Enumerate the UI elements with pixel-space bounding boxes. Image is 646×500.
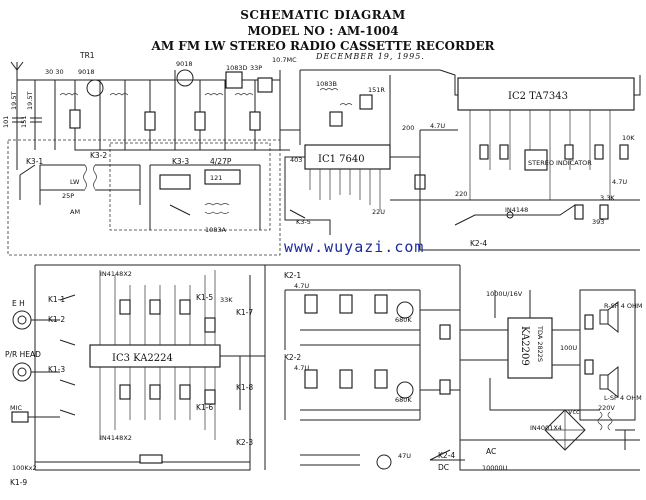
label-4-7u-d: 4.7U xyxy=(294,364,309,372)
label-4-7u-a: 4.7U xyxy=(430,122,445,130)
label-tr2-part: 9018 xyxy=(176,60,193,68)
label-10000u: 10000U xyxy=(482,464,508,472)
diagram-date: DECEMBER 19, 1995. xyxy=(316,52,425,61)
label-k3-3: K3-3 xyxy=(172,157,189,166)
label-1083a: 1083A xyxy=(205,226,227,234)
label-am: AM xyxy=(70,208,80,216)
label-22u: 22U xyxy=(372,208,385,216)
label-ic4b: TDA 2822S xyxy=(536,325,544,362)
label-l-sp: L-SP 4 OHM xyxy=(604,394,642,402)
label-19-5t-a: 19.5T xyxy=(10,92,18,110)
label-200: 200 xyxy=(402,124,414,132)
label-k2-4-top: K2-4 xyxy=(470,239,487,248)
label-4-7u-c: 4.7U xyxy=(294,282,309,290)
ic1-chip xyxy=(304,144,391,170)
label-dc: DC xyxy=(438,463,449,472)
label-33p: 33P xyxy=(250,64,262,72)
model-number: MODEL NO : AM-1004 xyxy=(247,24,399,38)
label-k3-1: K3-1 xyxy=(26,157,43,166)
label-680k-a: 680K xyxy=(395,316,412,324)
label-c4-27p: 4/27P xyxy=(210,157,232,166)
label-ac: AC xyxy=(486,447,496,456)
label-100kx2: 100Kx2 xyxy=(12,464,37,472)
antenna-symbol xyxy=(10,61,24,80)
label-r-sp: R-SP 4 OHM xyxy=(604,302,643,310)
label-in4001x4: IN4001X4 xyxy=(530,424,562,432)
label-220: 220 xyxy=(455,190,467,198)
label-in4148: IN4148 xyxy=(505,206,528,214)
label-25p: 25P xyxy=(62,192,74,200)
label-10-7mc: 10.7MC xyxy=(272,56,297,64)
label-k3-2: K3-2 xyxy=(90,151,107,160)
label-k2-4-bottom: K2-4 xyxy=(438,451,455,460)
label-vcc: Vcc xyxy=(568,408,580,416)
diagram-title: SCHEMATIC DIAGRAM xyxy=(240,8,406,22)
label-k1-3: K1-3 xyxy=(48,365,65,374)
label-19-5t-b: 19.5T xyxy=(26,92,34,110)
label-ic2: IC2 TA7343 xyxy=(508,91,568,102)
label-k1-9: K1-9 xyxy=(10,478,27,487)
label-pr-head: P/R HEAD xyxy=(5,350,41,359)
label-c101: 101 xyxy=(2,116,10,128)
label-393: 393 xyxy=(592,218,604,226)
label-680k-b: 680K xyxy=(395,396,412,404)
label-220v: 220V xyxy=(598,404,615,412)
label-k2-3: K2-3 xyxy=(236,438,253,447)
ic2-chip xyxy=(457,77,635,111)
label-tr1-part: 9018 xyxy=(78,68,95,76)
label-403: 403 xyxy=(290,156,302,164)
label-k1-8: K1-8 xyxy=(236,383,253,392)
label-151r: 151R xyxy=(368,86,385,94)
label-1000u-16v: 1000U/16V xyxy=(486,290,523,298)
label-eh: E H xyxy=(12,299,25,308)
label-k1-1: K1-1 xyxy=(48,295,65,304)
label-k2-2: K2-2 xyxy=(284,353,301,362)
watermark-url: www.wuyazi.com xyxy=(284,238,425,256)
label-tr1: TR1 xyxy=(79,51,95,60)
label-k1-5: K1-5 xyxy=(196,293,213,302)
label-k1-2: K1-2 xyxy=(48,315,65,324)
label-100u: 100U xyxy=(560,344,577,352)
label-in4148x2-a: IN4148X2 xyxy=(100,270,132,278)
label-ic1: IC1 7640 xyxy=(318,154,365,165)
ic4-chip xyxy=(507,317,553,379)
label-in4148x2-b: IN4148X2 xyxy=(100,434,132,442)
label-stereo-indicator: STEREO INDICATOR xyxy=(528,159,592,167)
label-1083b: 1083B xyxy=(316,80,337,88)
label-4-7u-b: 4.7U xyxy=(612,178,627,186)
label-k3-5: K3-5 xyxy=(296,218,311,226)
label-k1-7: K1-7 xyxy=(236,308,253,317)
label-ic3: IC3 KA2224 xyxy=(112,353,173,364)
diagram-subtitle: AM FM LW STEREO RADIO CASSETTE RECORDER xyxy=(151,39,495,53)
label-k2-1: K2-1 xyxy=(284,271,301,280)
label-10k: 10K xyxy=(622,134,635,142)
label-ic4: KA2209 xyxy=(519,326,530,366)
label-c121: 121 xyxy=(210,174,222,182)
label-3-3k: 3.3K xyxy=(600,194,615,202)
label-c151: 151 xyxy=(20,116,28,128)
label-30-30: 30 30 xyxy=(45,68,64,76)
label-k1-6: K1-6 xyxy=(196,403,213,412)
label-lw: LW xyxy=(70,178,80,186)
label-if-top: 1083D xyxy=(226,64,248,72)
label-mic: MIC xyxy=(10,404,23,412)
label-47u: 47U xyxy=(398,452,411,460)
label-33k: 33K xyxy=(220,296,233,304)
